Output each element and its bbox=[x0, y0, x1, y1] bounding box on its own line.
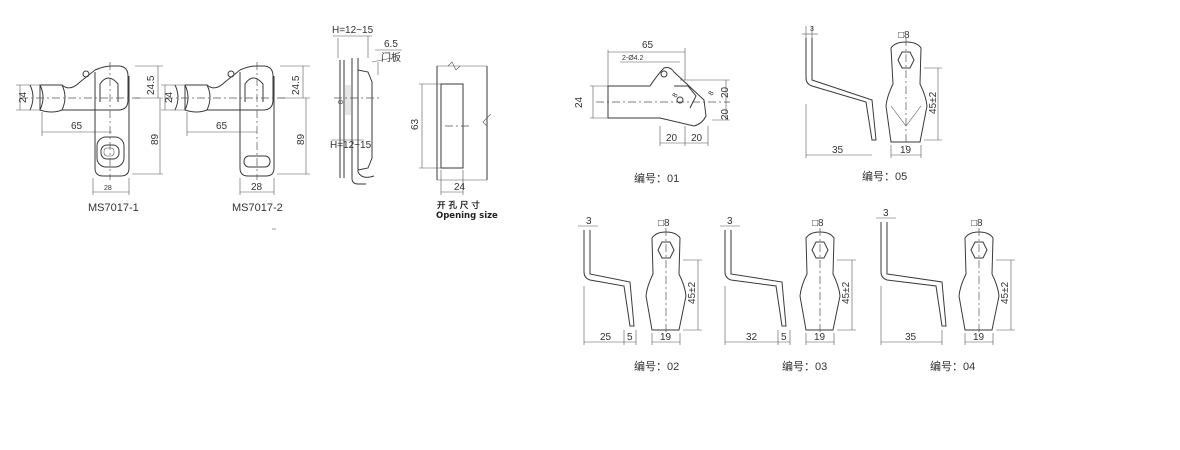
label-opening-cn: 开 孔 尺 寸 bbox=[437, 200, 480, 211]
dim-8-side: 8 bbox=[338, 100, 345, 104]
dim-45-05: 45±2 bbox=[928, 91, 939, 114]
dim-32-03: 32 bbox=[746, 332, 758, 343]
dim-19-03: 19 bbox=[814, 332, 826, 343]
dim-sq8-03: □8 bbox=[812, 218, 824, 229]
dim-45-04: 45±2 bbox=[1000, 281, 1011, 304]
dim-45-03: 45±2 bbox=[841, 281, 852, 304]
part-03-drawing: 3 32 5 □8 45±2 19 编号：03 bbox=[720, 216, 856, 373]
dim-sq8-05: □8 bbox=[898, 30, 910, 41]
part-01-drawing: 65 2-Ø4.2 24 20 20 8 8 20 20 编号：01 bbox=[574, 40, 731, 185]
side-view-drawing: H=12~15 6.5 门板 H=12~15 8 bbox=[330, 25, 402, 185]
dim-35-05: 35 bbox=[832, 145, 844, 156]
dim-24-5-2: 24.5 bbox=[291, 75, 302, 95]
dim-65-1: 65 bbox=[71, 121, 83, 132]
dim-19-04: 19 bbox=[973, 332, 985, 343]
dim-3-02: 3 bbox=[586, 216, 592, 227]
dim-24-01: 24 bbox=[574, 96, 585, 108]
dim-h-range-bottom: H=12~15 bbox=[330, 140, 372, 151]
dim-3-03: 3 bbox=[727, 216, 733, 227]
dim-24-opening: 24 bbox=[454, 182, 466, 193]
dim-25-02: 25 bbox=[600, 332, 612, 343]
dim-8-01: 8 bbox=[672, 92, 680, 99]
dim-2x42: 2-Ø4.2 bbox=[622, 55, 644, 62]
dim-65-01: 65 bbox=[642, 40, 654, 51]
dim-sq8-04: □8 bbox=[971, 218, 983, 229]
dim-24-5-1: 24.5 bbox=[146, 75, 157, 95]
dim-63: 63 bbox=[410, 118, 421, 130]
dim-20-bottom-b: 20 bbox=[691, 133, 703, 144]
dim-5-03: 5 bbox=[781, 332, 787, 343]
dim-3-05: 3 bbox=[810, 26, 814, 33]
dim-20-bottom-a: 20 bbox=[666, 133, 678, 144]
dim-24-left-2: 24 bbox=[164, 91, 175, 103]
label-ms7017-2: MS7017-2 bbox=[232, 202, 283, 214]
part-04-drawing: 3 35 □8 45±2 19 编号：04 bbox=[876, 208, 1015, 373]
dim-35-04: 35 bbox=[905, 332, 917, 343]
dim-89-1: 89 bbox=[150, 133, 161, 145]
ms7017-2-drawing: 24 65 24.5 89 28 MS7017-2 bbox=[161, 62, 310, 230]
label-code-04: 编号：04 bbox=[930, 359, 975, 373]
label-code-01: 编号：01 bbox=[634, 171, 679, 185]
label-code-05: 编号：05 bbox=[862, 169, 907, 183]
dim-65-2: 65 bbox=[216, 121, 228, 132]
dim-28-2: 28 bbox=[251, 182, 263, 193]
dim-6-5: 6.5 bbox=[384, 39, 398, 50]
label-ms7017-1: MS7017-1 bbox=[88, 202, 139, 214]
dim-5-02: 5 bbox=[627, 332, 633, 343]
dim-28-1: 28 bbox=[104, 185, 112, 192]
label-code-03: 编号：03 bbox=[782, 359, 827, 373]
part-05-drawing: 3 35 □8 45±2 19 编号：05 bbox=[802, 26, 942, 183]
dim-sq8-02: □8 bbox=[658, 218, 670, 229]
ms7017-1-drawing: 24 65 24.5 89 28 MS7017-1 bbox=[16, 62, 163, 214]
dim-45-02: 45±2 bbox=[687, 281, 698, 304]
dim-20-right-top: 20 bbox=[720, 86, 731, 98]
dim-24-left-1: 24 bbox=[18, 91, 29, 103]
dim-19-02: 19 bbox=[660, 332, 672, 343]
label-door-panel: 门板 bbox=[381, 51, 401, 64]
part-02-drawing: 3 25 5 □8 45±2 19 编号：02 bbox=[578, 216, 702, 373]
dim-h-range-top: H=12~15 bbox=[332, 25, 374, 36]
dim-20-right-bottom: 20 bbox=[720, 108, 731, 120]
dim-8-01b: 8 bbox=[708, 90, 716, 97]
label-opening-en: Opening size bbox=[436, 211, 498, 221]
label-code-02: 编号：02 bbox=[634, 359, 679, 373]
dim-3-04: 3 bbox=[883, 208, 889, 219]
dim-89-2: 89 bbox=[296, 133, 307, 145]
dim-19-05: 19 bbox=[900, 145, 912, 156]
opening-size-drawing: 63 24 开 孔 尺 寸 Opening size bbox=[410, 61, 498, 221]
